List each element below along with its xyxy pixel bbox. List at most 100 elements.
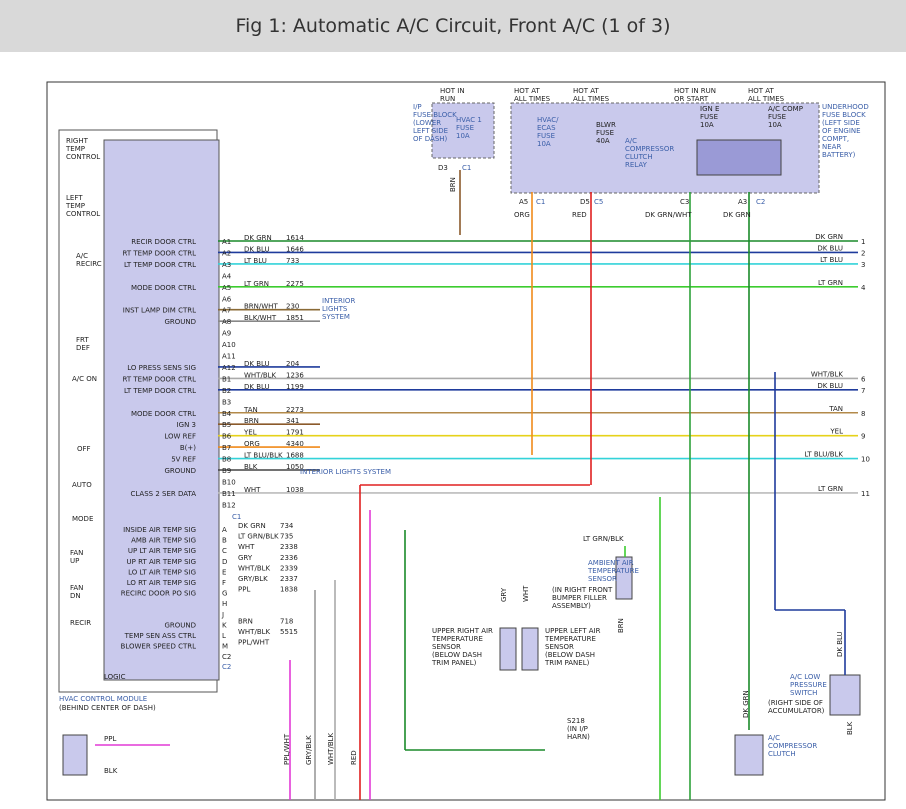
c2-pin-L: L <box>222 632 226 640</box>
ip-fuse-block <box>431 102 495 159</box>
label-left-temp: LEFT <box>66 194 83 202</box>
pin-func-A3: LT TEMP DOOR CTRL <box>124 261 196 269</box>
blwr-fuse: 40A <box>596 137 610 145</box>
circuit-B4: 2273 <box>286 406 304 414</box>
c2-func-A: INSIDE AIR TEMP SIG <box>123 526 196 534</box>
upper-left-label: SENSOR <box>545 643 574 651</box>
circuit-A8: 1851 <box>286 314 304 322</box>
right-label-B6: YEL <box>829 428 843 436</box>
pin-func-B2: LT TEMP DOOR CTRL <box>124 387 196 395</box>
right-label-B8: LT BLU/BLK <box>804 451 843 459</box>
pin-A8: A8 <box>222 318 231 326</box>
lowpress-label: PRESSURE <box>790 681 827 689</box>
interior-lights-2: INTERIOR LIGHTS SYSTEM <box>300 468 391 476</box>
hvac1-fuse: 10A <box>456 132 470 140</box>
ambient-wire-label: LT GRN/BLK <box>583 535 624 543</box>
hvac1-fuse: FUSE <box>456 124 474 132</box>
bottom-wire-2: WHT/BLK <box>327 732 335 765</box>
circuit-B8: 1688 <box>286 452 304 460</box>
blk-vert-label: BLK <box>846 721 854 735</box>
brn-feed-label: BRN <box>449 177 457 192</box>
c2-pin-M: M <box>222 643 228 651</box>
gry-vert-label: GRY <box>500 587 508 602</box>
pin-d5: D5 <box>580 198 590 206</box>
pin-A12: A12 <box>222 364 236 372</box>
c2-pin-G: G <box>222 590 227 598</box>
wire-label-B8: LT BLU/BLK <box>244 452 283 460</box>
upper-right-label: (BELOW DASH <box>432 651 482 659</box>
pin-func-B5: IGN 3 <box>177 421 196 429</box>
hot-all-3: ALL TIMES <box>748 95 785 103</box>
c2-pin-C: C <box>222 547 227 555</box>
pin-B11: B11 <box>222 490 236 498</box>
circuit-A5: 2275 <box>286 280 304 288</box>
wire-label-A3: LT BLU <box>244 257 267 265</box>
upper-right-label: TEMPERATURE <box>431 635 483 643</box>
pin-func-A1: RECIR DOOR CTRL <box>131 238 196 246</box>
ambient-location: (IN RIGHT FRONT <box>552 586 613 594</box>
ecas-fuse: ECAS <box>537 124 556 132</box>
ip-fuse-block-label: OF DASH) <box>413 135 448 143</box>
compressor-clutch <box>734 734 764 776</box>
pin-B2: B2 <box>222 387 231 395</box>
underhood-label: FUSE BLOCK <box>822 111 866 119</box>
org-label: ORG <box>514 211 530 219</box>
wire-label-B2: DK BLU <box>244 383 270 391</box>
c2-pin-D: D <box>222 558 227 566</box>
circuit-A2: 1646 <box>286 245 304 253</box>
hot-all-2: ALL TIMES <box>573 95 610 103</box>
underhood-label: COMPT, <box>822 135 849 143</box>
compressor-relay <box>696 139 782 176</box>
right-label-B11: LT GRN <box>818 485 843 493</box>
lowpress-location: ACCUMULATOR) <box>768 707 825 715</box>
underhood-label: BATTERY) <box>822 151 856 159</box>
pin-func-A2: RT TEMP DOOR CTRL <box>123 249 197 257</box>
wire-label-B5: BRN <box>244 417 259 425</box>
interior-lights-1: INTERIOR <box>322 297 355 305</box>
circuit-A12: 204 <box>286 360 300 368</box>
pin-A10: A10 <box>222 341 236 349</box>
low-pressure-switch <box>829 674 861 716</box>
blwr-fuse: BLWR <box>596 121 616 129</box>
c2-wire-L: WHT/BLK <box>238 628 271 636</box>
circuit-B11: 1038 <box>286 486 304 494</box>
blwr-fuse: FUSE <box>596 129 614 137</box>
label-auto: AUTO <box>72 481 92 489</box>
conn-c2-a3: C2 <box>756 198 765 206</box>
pin-B6: B6 <box>222 433 232 441</box>
dkgrnwht-label: DK GRN/WHT <box>645 211 692 219</box>
underhood-label: NEAR <box>822 143 841 151</box>
c2-func-L: TEMP SEN ASS CTRL <box>124 632 196 640</box>
c2-pin-K: K <box>222 621 227 629</box>
ip-fuse-block-label: I/P <box>413 103 422 111</box>
circuit-A1: 1614 <box>286 234 304 242</box>
upper-right-label: SENSOR <box>432 643 461 651</box>
wire-label-A12: DK BLU <box>244 360 270 368</box>
dkgrn-vert-label: DK GRN <box>742 690 750 718</box>
pin-A4: A4 <box>222 272 232 280</box>
accomp-fuse: 10A <box>768 121 782 129</box>
c2-wire-F: GRY/BLK <box>238 575 268 583</box>
upper-right-label: TRIM PANEL) <box>431 659 477 667</box>
label-left-temp: CONTROL <box>66 210 100 218</box>
pin-func-B8: 5V REF <box>171 456 196 464</box>
relay-label: A/C <box>625 137 637 145</box>
ambient-sensor <box>615 556 633 600</box>
ambient-location: ASSEMBLY) <box>552 602 591 610</box>
right-label-B1: WHT/BLK <box>811 370 844 378</box>
pin-B12: B12 <box>222 501 236 509</box>
accomp-fuse: A/C COMP <box>768 105 803 113</box>
ip-fuse-block-label: LEFT SIDE <box>413 127 448 135</box>
c2-wire-G: PPL <box>238 586 250 594</box>
wire-label-B7: ORG <box>244 440 260 448</box>
c2-func-M: BLOWER SPEED CTRL <box>121 643 197 651</box>
label-fan-dn: DN <box>70 592 81 600</box>
pin-B4: B4 <box>222 410 232 418</box>
pin-func-B11: CLASS 2 SER DATA <box>130 490 196 498</box>
pin-func-B9: GROUND <box>164 467 196 475</box>
pin-func-A8: GROUND <box>164 318 196 326</box>
right-label-B4: TAN <box>828 405 843 413</box>
ip-fuse-block-label: (LOWER <box>413 119 441 127</box>
c2-func-G: RECIRC DOOR PO SIG <box>121 590 196 598</box>
